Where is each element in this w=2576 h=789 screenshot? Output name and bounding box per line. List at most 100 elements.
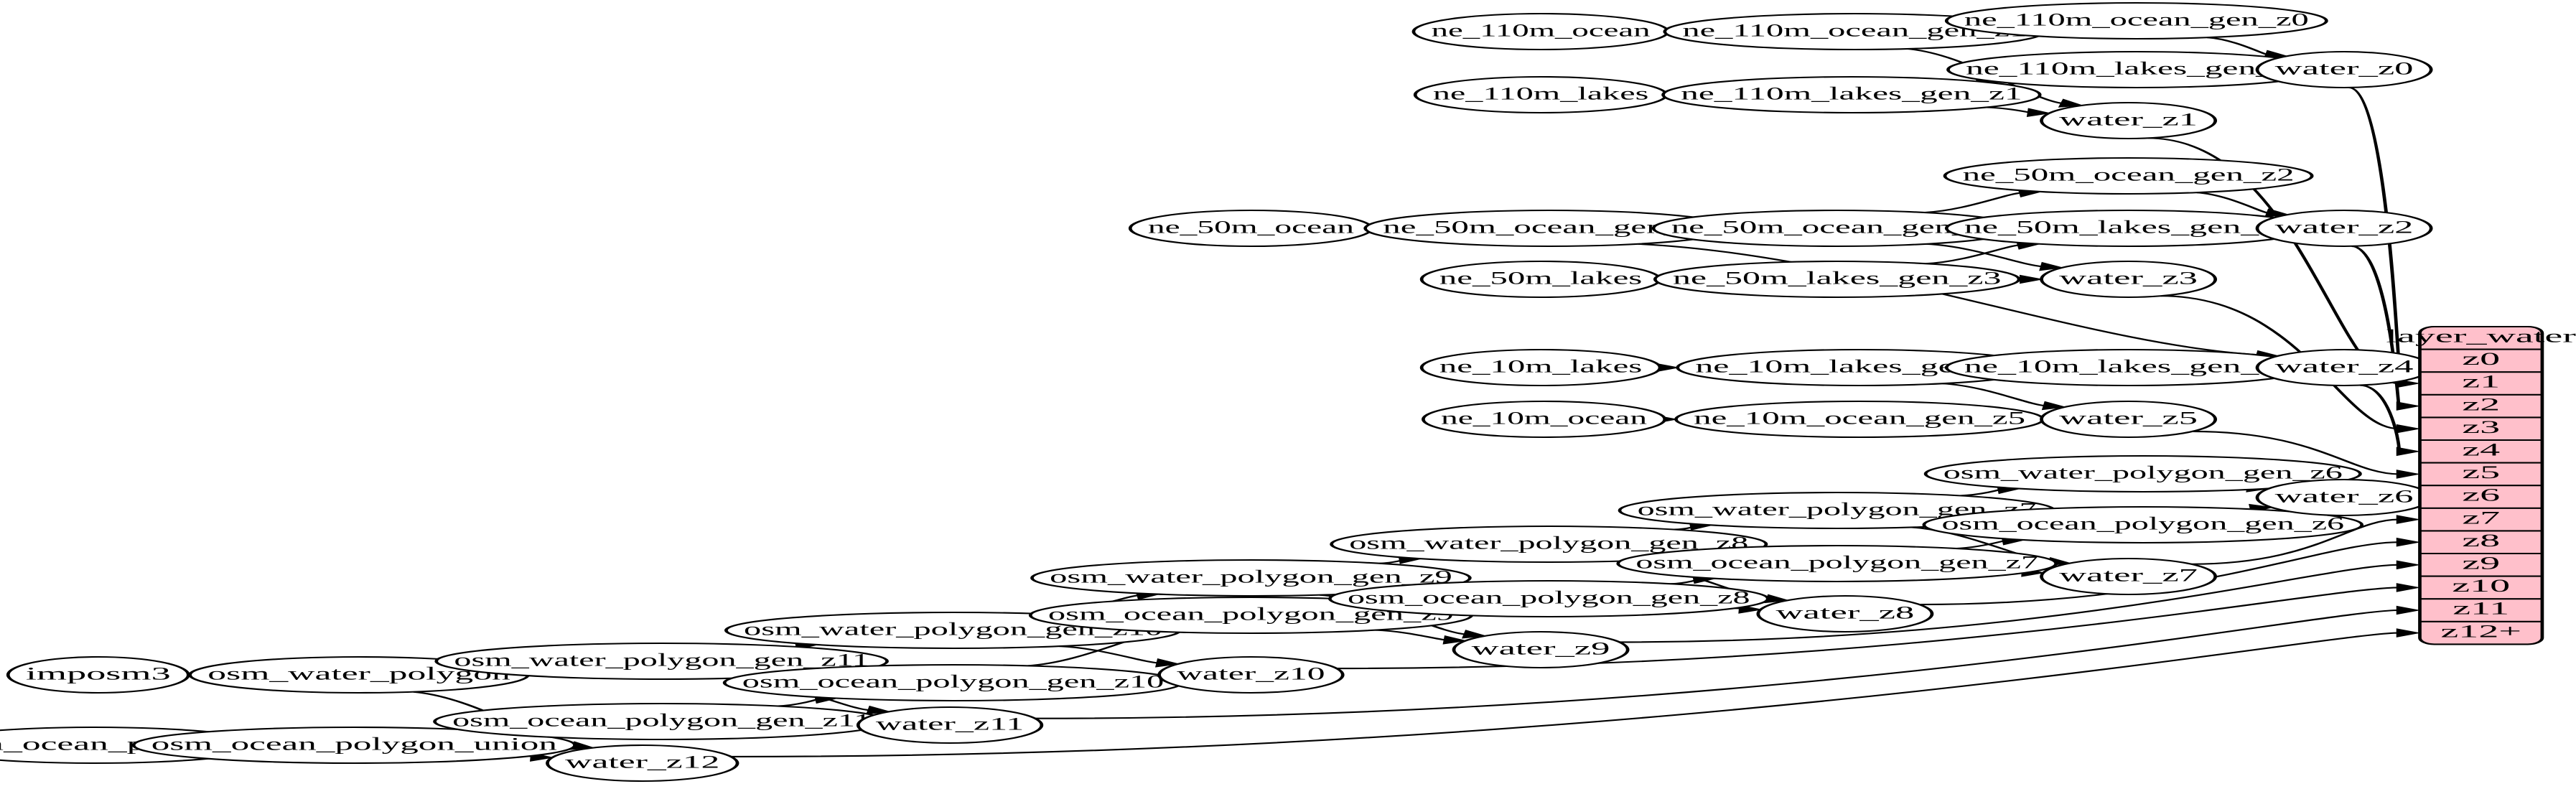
edge-line <box>777 698 820 707</box>
node-water_z10[interactable]: water_z10 <box>1157 655 1345 694</box>
edge-arrowhead <box>2396 583 2421 592</box>
edge-arrowhead <box>2396 424 2421 434</box>
nodes-layer: imposm3osm_water_polygonosm_ocean_polygo… <box>0 1 2433 783</box>
node-shape <box>2255 50 2433 89</box>
edge-line <box>1960 488 2002 497</box>
node-water_z2[interactable]: water_z2 <box>2255 209 2433 248</box>
edge-arrowhead <box>2026 108 2052 118</box>
edge-line <box>1671 578 1699 585</box>
node-shape <box>1411 12 1670 51</box>
node-osm_ocean_polygon_gen_z10[interactable]: osm_ocean_polygon_gen_z10 <box>722 663 1184 702</box>
node-water_z12[interactable]: water_z12 <box>546 744 739 783</box>
node-water_z3[interactable]: water_z3 <box>2040 260 2218 299</box>
node-shape <box>1157 655 1345 694</box>
node-water_z11[interactable]: water_z11 <box>856 706 1044 744</box>
edge-line <box>2207 37 2269 56</box>
node-ne_10m_ocean_gen_z5[interactable]: ne_10m_ocean_gen_z5 <box>1674 400 2045 439</box>
node-shape <box>1419 348 1662 387</box>
edge-line <box>1942 383 2046 407</box>
node-ne_10m_ocean[interactable]: ne_10m_ocean <box>1422 400 1667 439</box>
node-shape <box>1653 260 2021 299</box>
edge-arrowhead <box>2039 261 2065 271</box>
edge-arrowhead <box>1442 635 1468 645</box>
node-ne_50m_ocean[interactable]: ne_50m_ocean <box>1128 209 1373 248</box>
node-shape <box>1413 75 1669 114</box>
node-ne_110m_ocean_gen_z0[interactable]: ne_110m_ocean_gen_z0 <box>1944 1 2328 40</box>
edge-line <box>1919 541 2399 606</box>
edge-water_z4-to-record-z4 <box>2359 384 2421 457</box>
edge-water_z5-to-record-z5 <box>2192 430 2421 479</box>
node-water_z8[interactable]: water_z8 <box>1756 594 1934 633</box>
edge-arrowhead <box>2396 605 2421 615</box>
edge-line <box>1059 645 1159 664</box>
node-shape <box>1923 454 2362 493</box>
node-ne_50m_ocean_gen_z2[interactable]: ne_50m_ocean_gen_z2 <box>1943 157 2314 195</box>
node-shape <box>1327 579 1770 618</box>
node-shape <box>1674 400 2045 439</box>
edge-line <box>1926 244 2021 265</box>
edge-arrowhead <box>2396 515 2421 524</box>
node-imposm3[interactable]: imposm3 <box>6 655 190 694</box>
edge-arrowhead <box>2396 470 2421 479</box>
edge-line <box>2196 192 2270 214</box>
node-shape <box>2040 101 2218 140</box>
node-shape <box>1616 544 2058 583</box>
node-water_z6[interactable]: water_z6 <box>2255 478 2433 517</box>
node-water_z7[interactable]: water_z7 <box>2040 557 2218 596</box>
edge-line <box>2351 245 2401 407</box>
edge-line <box>1035 609 2399 719</box>
node-shape <box>722 663 1184 702</box>
edge-arrowhead <box>2396 447 2421 457</box>
edge-arrowhead <box>1461 630 1488 639</box>
node-shape <box>1128 209 1373 248</box>
edge-ne_110m_lakes_gen_z1-to-water_z1 <box>1986 106 2052 118</box>
edge-line <box>2359 384 2401 452</box>
node-ne_50m_lakes_gen_z3[interactable]: ne_50m_lakes_gen_z3 <box>1653 260 2021 299</box>
edge-osm_water_polygon_gen_z10-to-water_z10 <box>1059 645 1181 668</box>
node-ne_110m_lakes_gen_z1[interactable]: ne_110m_lakes_gen_z1 <box>1661 75 2042 114</box>
edge-arrowhead <box>2058 98 2085 108</box>
edge-line <box>731 632 2399 757</box>
node-ne_110m_ocean[interactable]: ne_110m_ocean <box>1411 12 1670 51</box>
node-shape <box>434 642 889 681</box>
edge-line <box>2191 518 2399 565</box>
node-shape <box>546 744 739 783</box>
node-water_z9[interactable]: water_z9 <box>1452 630 1630 669</box>
edge-line <box>1619 564 2399 643</box>
node-shape <box>1419 260 1662 299</box>
node-shape <box>856 706 1044 744</box>
node-water_z5[interactable]: water_z5 <box>2040 400 2218 439</box>
node-water_z4[interactable]: water_z4 <box>2255 348 2433 387</box>
node-water_z1[interactable]: water_z1 <box>2040 101 2218 140</box>
edge-line <box>1926 243 2043 268</box>
node-shape <box>2255 478 2433 517</box>
node-shape <box>131 726 577 765</box>
edge-water_z8-to-record-z8 <box>1919 537 2421 606</box>
edge-water_z11-to-record-z11 <box>1035 605 2421 719</box>
node-shape <box>1944 1 2328 40</box>
edge-ne_50m_ocean_gen_z3-to-water_z3 <box>1926 243 2065 271</box>
node-shape <box>2040 260 2218 299</box>
edge-line <box>1638 243 2259 356</box>
node-ne_110m_lakes[interactable]: ne_110m_lakes <box>1413 75 1669 114</box>
edge-ne_50m_lakes_gen_z3-to-water_z3 <box>2019 274 2044 284</box>
edge-ne_50m_ocean_gen_z4-to-water_z4 <box>1638 243 2281 360</box>
edge-water_z12-to-record-z12+ <box>731 628 2421 757</box>
edge-arrowhead <box>2396 628 2421 638</box>
edge-arrowhead <box>1154 658 1181 668</box>
node-ne_10m_lakes[interactable]: ne_10m_lakes <box>1419 348 1662 387</box>
edge-water_z2-to-record-z2 <box>2351 245 2421 411</box>
edge-water_z9-to-record-z9 <box>1619 560 2421 643</box>
node-ne_50m_lakes[interactable]: ne_50m_lakes <box>1419 260 1662 299</box>
node-water_z0[interactable]: water_z0 <box>2255 50 2433 89</box>
node-shape <box>1943 157 2314 195</box>
edge-arrowhead <box>2396 560 2421 570</box>
edge-arrowhead <box>2396 537 2421 547</box>
node-shape <box>1452 630 1630 669</box>
node-osm_ocean_polygon_gen_z8[interactable]: osm_ocean_polygon_gen_z8 <box>1327 579 1770 618</box>
node-osm_ocean_polygon_gen_z11[interactable]: osm_ocean_polygon_gen_z11 <box>433 702 891 741</box>
edge-line <box>1924 192 2022 214</box>
node-osm_ocean_polygon_gen_z7[interactable]: osm_ocean_polygon_gen_z7 <box>1616 544 2058 583</box>
